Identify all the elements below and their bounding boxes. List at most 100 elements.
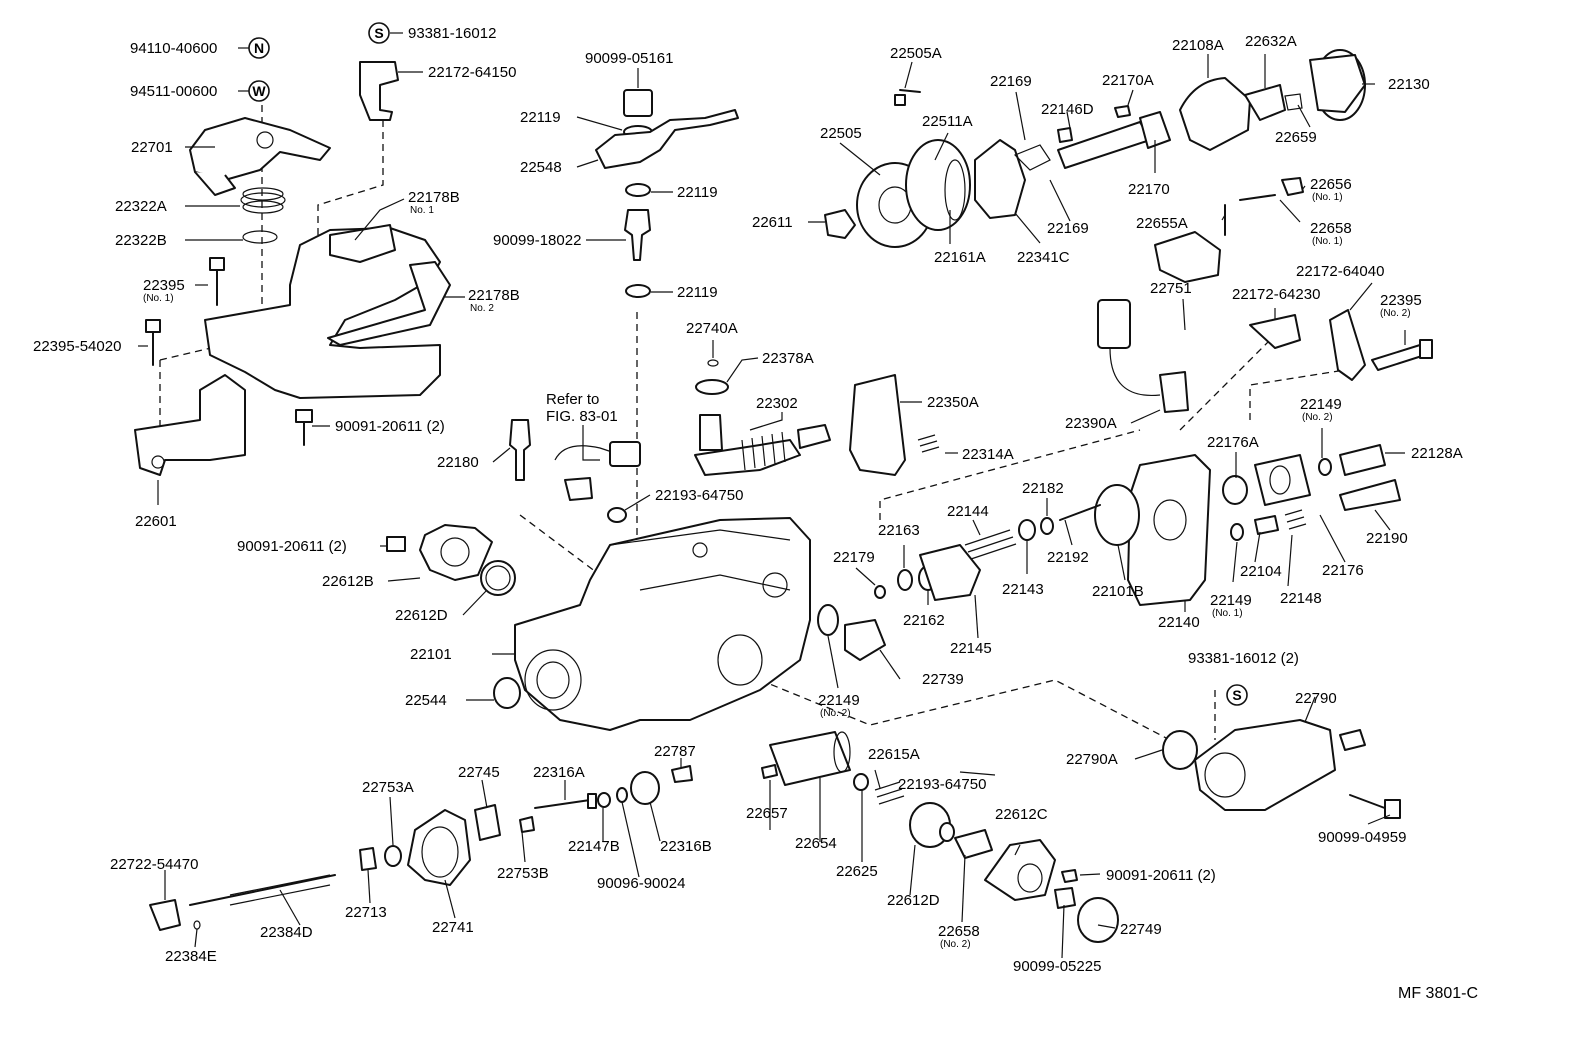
part-number-label: 22657 — [746, 805, 788, 822]
part-number-sublabel: (No. 1) — [1312, 236, 1343, 247]
part-number-label: 22322A — [115, 198, 167, 215]
part-number-label: 22656 — [1310, 176, 1352, 193]
part-number-label: 22390A — [1065, 415, 1117, 432]
part-number-label: 22193-64750 — [898, 776, 986, 793]
symbols: N W S S — [248, 22, 1248, 706]
part-number-label: 22130 — [1388, 76, 1430, 93]
part-number-label: 94511-00600 — [130, 83, 217, 100]
part-number-sublabel: (No. 2) — [1302, 412, 1333, 423]
part-number-label: 22654 — [795, 835, 837, 852]
part-number-label: 22790A — [1066, 751, 1118, 768]
part-number-label: 22316A — [533, 764, 585, 781]
symbol-n-letter: N — [254, 40, 264, 56]
part-number-label: 22659 — [1275, 129, 1317, 146]
part-number-label: 22505 — [820, 125, 862, 142]
part-number-sublabel: No. 2 — [470, 303, 494, 314]
part-number-label: 22655A — [1136, 215, 1188, 232]
part-number-label: 22322B — [115, 232, 167, 249]
part-number-label: 22147B — [568, 838, 620, 855]
part-number-label: 90096-90024 — [597, 875, 685, 892]
part-number-label: 22172-64230 — [1232, 286, 1320, 303]
part-number-label: 22192 — [1047, 549, 1089, 566]
part-number-label: 22179 — [833, 549, 875, 566]
part-number-label: 22625 — [836, 863, 878, 880]
part-number-label: 22163 — [878, 522, 920, 539]
symbol-w-letter: W — [252, 83, 266, 99]
callout-labels: 94110-40600 94511-00600 93381-16012 2217… — [33, 25, 1463, 975]
part-number-label: 94110-40600 — [130, 40, 217, 57]
part-number-label: 22140 — [1158, 614, 1200, 631]
part-number-label: 22178B — [408, 189, 460, 206]
part-number-sublabel: No. 1 — [410, 205, 434, 216]
part-number-label: 22395-54020 — [33, 338, 121, 355]
symbol-s-lower-letter: S — [1232, 687, 1241, 703]
part-number-label: 22395 — [1380, 292, 1422, 309]
part-number-label: 22170A — [1102, 72, 1154, 89]
symbol-s-lower: S — [1226, 684, 1248, 706]
part-number-label: 22612D — [395, 607, 448, 624]
part-number-label: 22612B — [322, 573, 374, 590]
symbol-n: N — [248, 37, 270, 59]
part-number-label: 22104 — [1240, 563, 1282, 580]
part-number-label: 90091-20611 (2) — [335, 418, 445, 435]
part-number-label: 90099-18022 — [493, 232, 581, 249]
part-number-label: 22384D — [260, 924, 313, 941]
part-number-sublabel: (No. 2) — [820, 708, 851, 719]
part-number-label: 22193-64750 — [655, 487, 743, 504]
part-number-label: 22161A — [934, 249, 986, 266]
part-number-label: 22172-64150 — [428, 64, 516, 81]
part-number-sublabel: (No. 1) — [1212, 608, 1243, 619]
part-number-label: 93381-16012 (2) — [1188, 650, 1299, 667]
part-number-sublabel: (No. 1) — [1312, 192, 1343, 203]
part-number-label: 22176A — [1207, 434, 1259, 451]
part-number-sublabel: (No. 1) — [143, 293, 174, 304]
part-number-label: 22753B — [497, 865, 549, 882]
part-number-label: 22615A — [868, 746, 920, 763]
part-number-label: 22739 — [922, 671, 964, 688]
part-number-label: 22511A — [922, 113, 973, 130]
part-number-sublabel: (No. 2) — [1380, 308, 1411, 319]
part-number-label: 22753A — [362, 779, 414, 796]
part-number-sublabel: (No. 2) — [940, 939, 971, 950]
part-number-label: 22341C — [1017, 249, 1070, 266]
symbol-s-letter: S — [374, 25, 383, 41]
symbol-s: S — [368, 22, 390, 44]
part-number-label: 22601 — [135, 513, 177, 530]
part-number-label: FIG. 83-01 — [546, 408, 618, 425]
part-number-label: Refer to — [546, 391, 599, 408]
part-number-label: 22790 — [1295, 690, 1337, 707]
part-number-label: 22658 — [1310, 220, 1352, 237]
part-number-label: 22722-54470 — [110, 856, 198, 873]
part-number-label: 22713 — [345, 904, 387, 921]
part-number-label: 22612C — [995, 806, 1048, 823]
part-number-label: 22149 — [1300, 396, 1342, 413]
part-number-label: 22162 — [903, 612, 945, 629]
part-number-label: 22611 — [752, 214, 793, 231]
part-number-label: 22751 — [1150, 280, 1192, 297]
part-number-label: 22101 — [410, 646, 452, 663]
part-number-label: 22178B — [468, 287, 520, 304]
part-number-label: 90099-05225 — [1013, 958, 1101, 975]
part-number-label: 22749 — [1120, 921, 1162, 938]
part-number-label: 22176 — [1322, 562, 1364, 579]
part-number-label: 22314A — [962, 446, 1014, 463]
part-number-label: 22143 — [1002, 581, 1044, 598]
part-number-label: 22108A — [1172, 37, 1224, 54]
part-number-label: 90091-20611 (2) — [237, 538, 347, 555]
part-number-label: 22169 — [1047, 220, 1089, 237]
part-number-label: 22378A — [762, 350, 814, 367]
part-number-label: 22632A — [1245, 33, 1297, 50]
part-number-label: 22172-64040 — [1296, 263, 1384, 280]
part-number-label: 90099-05161 — [585, 50, 673, 67]
part-number-label: 22180 — [437, 454, 479, 471]
part-number-label: 22145 — [950, 640, 992, 657]
part-number-label: 22548 — [520, 159, 562, 176]
part-number-label: 22119 — [520, 109, 561, 126]
part-number-label: 22190 — [1366, 530, 1408, 547]
part-number-label: 22787 — [654, 743, 696, 760]
part-number-label: 90099-04959 — [1318, 829, 1406, 846]
part-number-label: 22701 — [131, 139, 173, 156]
part-drawings — [134, 49, 1433, 943]
part-number-label: 22740A — [686, 320, 738, 337]
